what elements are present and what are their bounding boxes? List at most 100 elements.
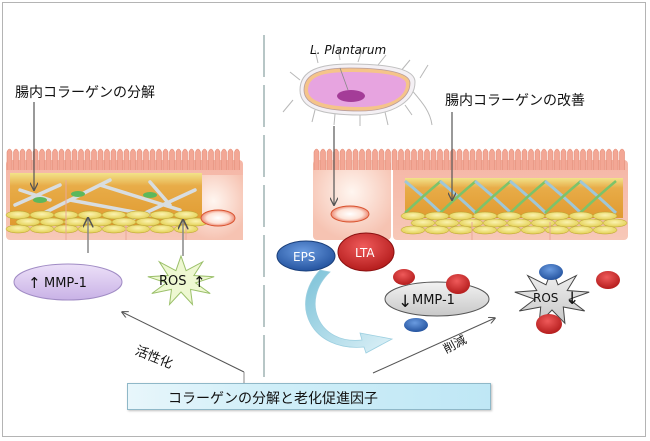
villus (508, 148, 515, 170)
eps-label: EPS (293, 250, 315, 264)
lta-bound-molecule (596, 271, 620, 289)
villus (612, 148, 619, 170)
fibroblast (143, 192, 157, 198)
villus (136, 148, 143, 170)
fibroblast (33, 197, 47, 203)
fat-cell (544, 225, 570, 235)
villus (6, 148, 13, 170)
collagen-fiber (509, 180, 547, 214)
villus (528, 148, 534, 170)
villus (58, 148, 65, 170)
villus (547, 148, 554, 170)
villus (443, 148, 450, 170)
villus (143, 148, 149, 170)
bottom-box-text: コラーゲンの分解と老化促進因子 (168, 391, 378, 407)
villus (214, 148, 221, 170)
curved-inhibition-arrow (305, 269, 394, 354)
villus (573, 148, 580, 170)
villus (221, 148, 227, 170)
villus (476, 148, 482, 170)
villus (320, 148, 326, 170)
right-fat-cells (400, 211, 628, 235)
villus (463, 148, 469, 170)
villus (188, 148, 195, 170)
right-ros-label: ROS (533, 291, 558, 305)
fat-cell (77, 224, 103, 234)
fat-cell (424, 225, 450, 235)
villus (52, 148, 58, 170)
collagen-fiber (579, 180, 617, 214)
right-ros-node: ROS ↓ (514, 264, 620, 334)
right-epithelium-cell (313, 160, 391, 240)
right-collagen-mesh (404, 179, 618, 215)
fat-cell (520, 225, 546, 235)
lta-bound-molecule (446, 274, 470, 294)
down-arrow-icon: ↓ (398, 292, 412, 312)
villus (339, 148, 346, 170)
activation-arrow (122, 312, 245, 373)
villus (502, 148, 508, 170)
villus (424, 148, 430, 170)
left-fat-cells (5, 210, 209, 234)
villus (234, 148, 240, 170)
reduction-arrow (372, 318, 495, 374)
left-ros-label: ROS (159, 274, 187, 289)
fat-cell (5, 224, 31, 234)
fat-cell (568, 225, 594, 235)
villus (359, 148, 365, 170)
villus (227, 148, 234, 170)
villus (482, 148, 489, 170)
bacteria-l-plantarum (282, 47, 433, 126)
fat-cell (592, 211, 618, 221)
fat-cell (602, 218, 628, 228)
villus (450, 148, 456, 170)
villus (195, 148, 201, 170)
fat-cell (496, 225, 522, 235)
left-mmp1-node: ↑ MMP-1 (13, 263, 123, 301)
villus (78, 148, 84, 170)
bacteria-name-label: L. Plantarum (310, 43, 387, 57)
collagen-fiber (38, 178, 112, 217)
collagen-fiber (404, 180, 442, 214)
villus (411, 148, 417, 170)
villus (156, 148, 162, 170)
villus (391, 148, 398, 170)
fibroblast (71, 191, 85, 197)
villus (372, 148, 378, 170)
villus (489, 148, 495, 170)
left-mmp1-label: MMP-1 (44, 276, 87, 291)
villus (65, 148, 71, 170)
villus (84, 148, 91, 170)
left-panel-title: 腸内コラーゲンの分解 (15, 85, 155, 101)
villus (175, 148, 182, 170)
villus (567, 148, 573, 170)
lta-label: LTA (355, 246, 375, 260)
villus (378, 148, 385, 170)
right-mmp1-node: ↓ MMP-1 (384, 269, 490, 332)
villus (554, 148, 560, 170)
villus (430, 148, 437, 170)
fat-cell (125, 224, 151, 234)
collagen-fiber (98, 183, 182, 212)
villus (469, 148, 476, 170)
down-arrow-icon: ↓ (565, 289, 579, 309)
fat-cell (448, 225, 474, 235)
bacteria-nucleoid (337, 90, 365, 102)
collagen-degradation-factors-box: コラーゲンの分解と老化促進因子 (127, 383, 491, 410)
villus (346, 148, 352, 170)
villus (110, 148, 117, 170)
villus (437, 148, 443, 170)
villus (162, 148, 169, 170)
villus (606, 148, 612, 170)
villus (580, 148, 586, 170)
villus (313, 148, 320, 170)
villus (71, 148, 78, 170)
villus (149, 148, 156, 170)
fat-cell (29, 224, 55, 234)
right-vesicle (330, 205, 370, 223)
villus (352, 148, 359, 170)
villus (45, 148, 52, 170)
villus (560, 148, 567, 170)
villus (593, 148, 599, 170)
villus (534, 148, 541, 170)
